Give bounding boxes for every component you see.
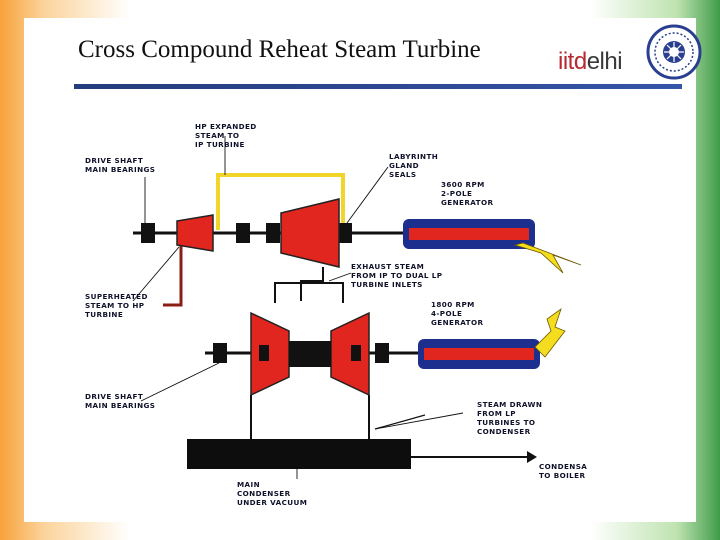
generator-4pole-core bbox=[424, 348, 534, 360]
bearing-icon bbox=[266, 223, 280, 243]
slide-canvas bbox=[24, 18, 696, 522]
gland-seal-icon bbox=[336, 223, 352, 243]
bearing-icon bbox=[141, 223, 155, 243]
iitd-seal-icon bbox=[646, 24, 702, 80]
lightning-icon bbox=[513, 242, 582, 274]
iitd-logo-text: iitdelhi bbox=[558, 48, 623, 76]
lightning-icon bbox=[534, 307, 566, 358]
bearing-icon bbox=[236, 223, 250, 243]
bearing-icon bbox=[375, 343, 389, 363]
generator-2pole-core bbox=[409, 228, 529, 240]
logo-text-left: iitd bbox=[558, 48, 587, 75]
ip-turbine bbox=[280, 198, 340, 268]
superheated-inlet-pipe bbox=[163, 235, 183, 307]
reheat-pipe bbox=[216, 173, 345, 230]
lp-turbine-left bbox=[250, 311, 290, 397]
arrow-icon bbox=[527, 451, 537, 463]
main-condenser bbox=[187, 439, 411, 469]
lp-turbine-right bbox=[330, 311, 370, 397]
logo-text-right: elhi bbox=[586, 48, 623, 75]
crossover-manifold bbox=[274, 282, 344, 303]
lp-center-casing bbox=[289, 341, 331, 367]
hp-turbine bbox=[176, 214, 214, 252]
bearing-icon bbox=[213, 343, 227, 363]
crossover-pipe bbox=[300, 267, 324, 301]
title-underline bbox=[74, 84, 682, 89]
slide-title: Cross Compound Reheat Steam Turbine bbox=[78, 36, 481, 63]
